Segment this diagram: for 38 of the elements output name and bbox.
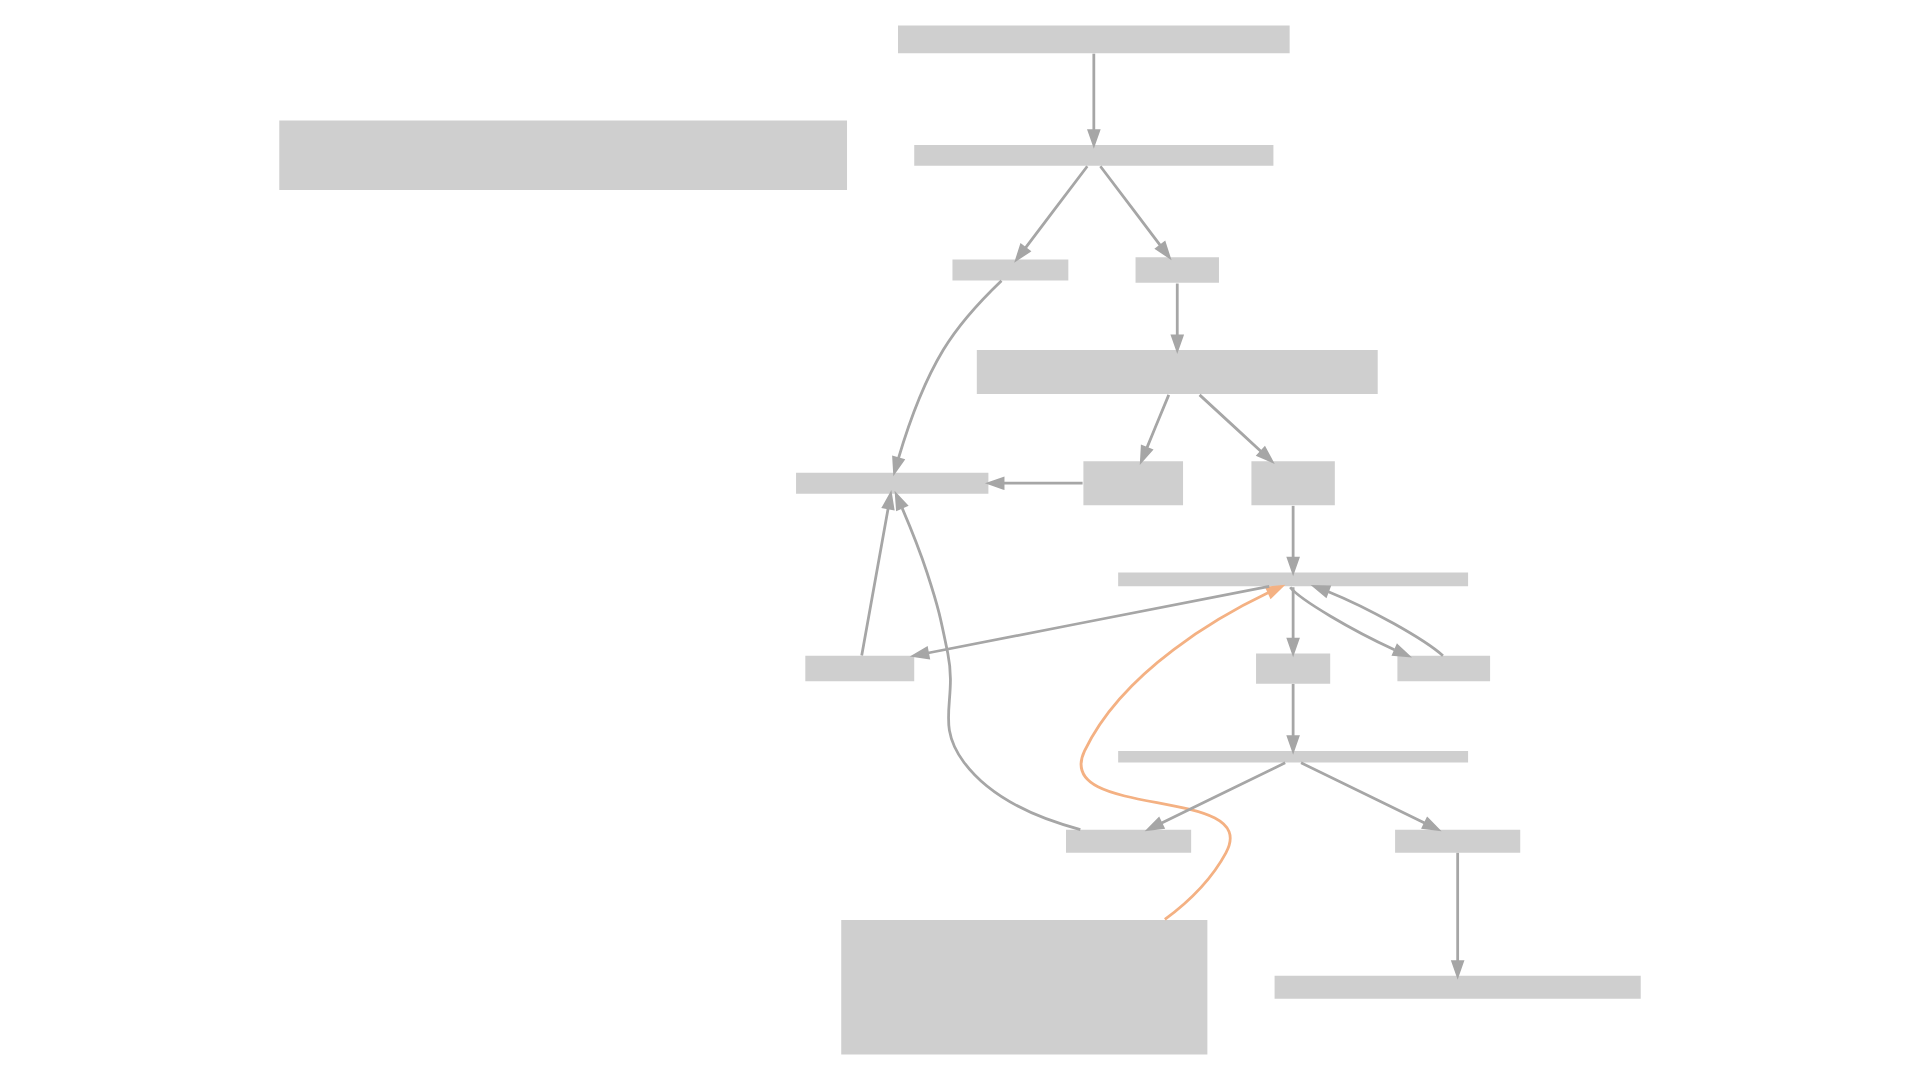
node-bar [914, 144, 1274, 166]
node-bar [805, 655, 915, 682]
node-bar [1135, 257, 1219, 283]
node-bar [1118, 572, 1469, 587]
node-bar [952, 259, 1069, 281]
node-bar [1274, 975, 1641, 999]
node-bar [1395, 829, 1521, 853]
arrow [894, 490, 1081, 831]
arrow [909, 585, 1270, 660]
arrow [1099, 165, 1172, 261]
arrow [1139, 394, 1171, 465]
arrow [892, 279, 1003, 477]
arrow [1450, 852, 1465, 980]
arrow [1198, 393, 1275, 464]
node-bar [1083, 461, 1184, 506]
node-bar [1397, 655, 1491, 682]
node-bar [1251, 461, 1335, 506]
node-bar [841, 920, 1208, 1055]
node-bar [1256, 653, 1331, 684]
arrow [1286, 683, 1300, 755]
arrow [1144, 761, 1286, 832]
arrow [1170, 283, 1185, 355]
node-bar [898, 25, 1290, 54]
node-bar [1066, 829, 1192, 853]
arrow [1080, 584, 1286, 921]
arrow [860, 490, 895, 656]
arrow [1014, 165, 1089, 263]
arrow [1289, 586, 1413, 658]
node-bar [796, 472, 989, 494]
node-bar [279, 120, 848, 191]
arrow [1300, 761, 1442, 832]
node-bar [976, 349, 1378, 394]
arrow [1310, 585, 1444, 657]
arrow [1087, 53, 1101, 149]
arrow [1286, 587, 1300, 658]
node-bar [1118, 750, 1469, 763]
arrow [1286, 505, 1300, 577]
arrow [984, 476, 1083, 491]
